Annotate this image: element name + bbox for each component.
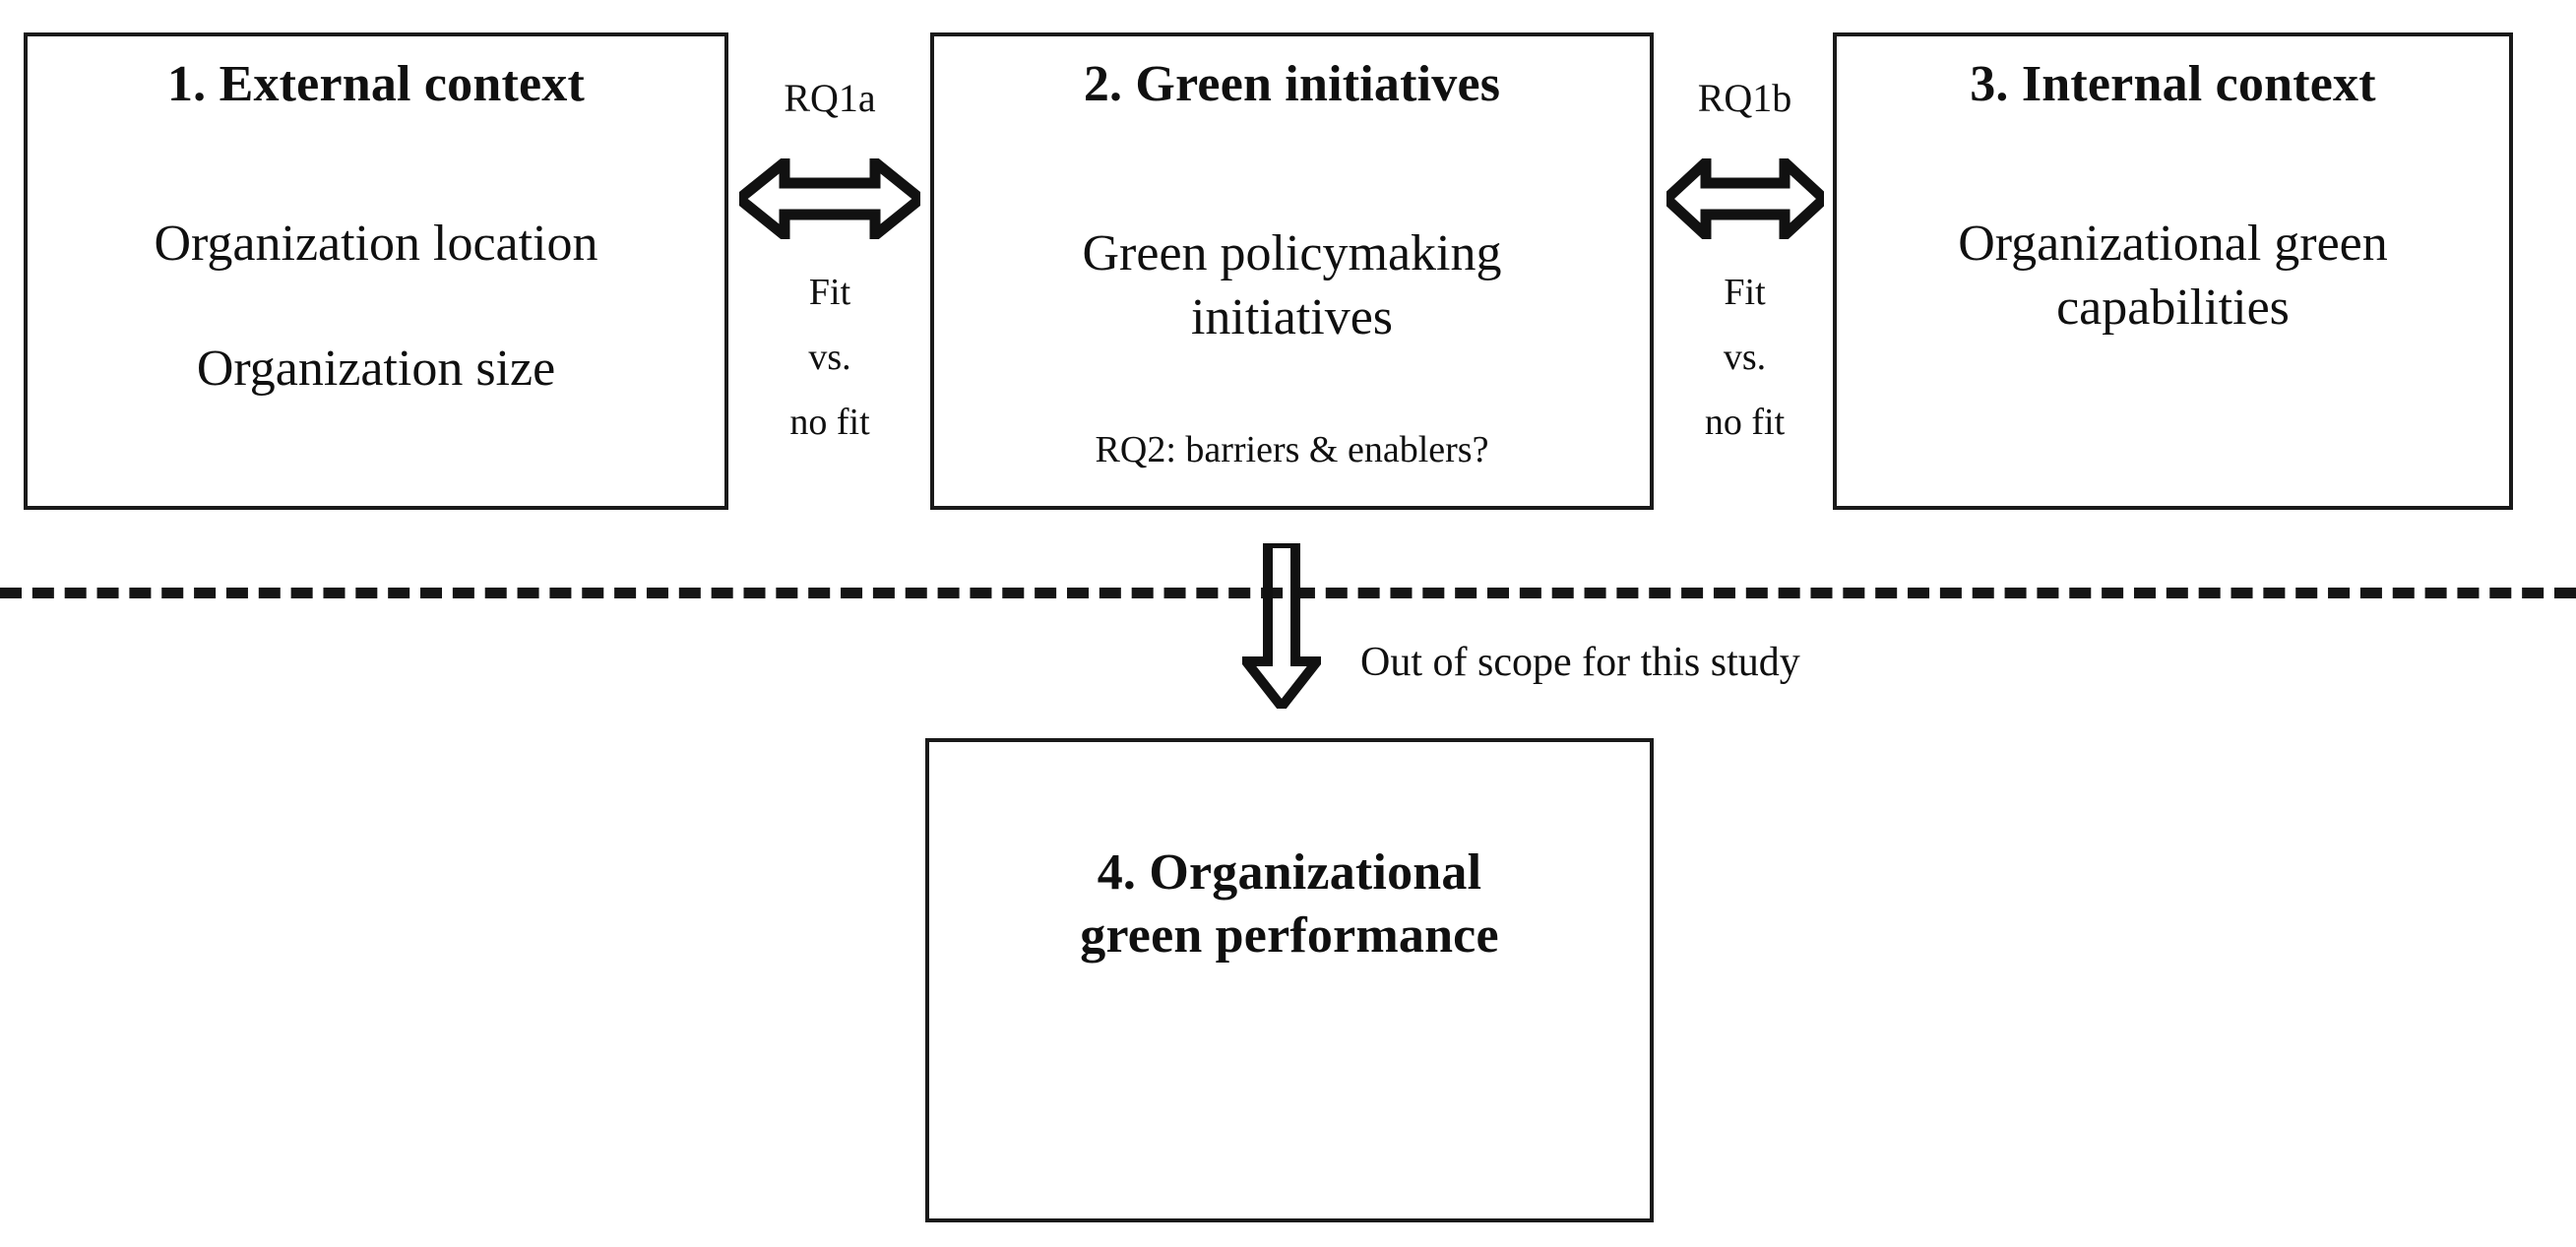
connector-rq1a-caption-fit: Fit [808,272,851,313]
connector-rq1b-label: RQ1b [1697,76,1792,120]
down-arrow-icon [1235,538,1328,716]
connector-rq1b: RQ1b Fit vs. no fit [1658,32,1833,510]
box-internal-context-line-2: capabilities [2056,280,2290,336]
box-green-initiatives-title: 2. Green initiatives [1083,56,1501,112]
connector-rq1a-caption-nofit: no fit [789,402,870,443]
box-green-initiatives: 2. Green initiatives Green policymaking … [930,32,1654,510]
box-internal-context: 3. Internal context Organizational green… [1833,32,2513,510]
connector-rq1b-caption-nofit: no fit [1704,402,1786,443]
box-internal-context-title: 3. Internal context [1970,56,2376,112]
box-external-context-line-2: Organization size [196,341,556,397]
connector-rq1b-caption-vs: vs. [1723,337,1767,378]
box-organizational-green-performance: 4. Organizational green performance [925,738,1654,1222]
connector-rq1a-label: RQ1a [784,76,876,120]
box-external-context: 1. External context Organization locatio… [24,32,728,510]
connector-rq1a: RQ1a Fit vs. no fit [730,32,929,510]
box-external-context-title: 1. External context [166,56,586,112]
box-external-context-line-1: Organization location [154,216,598,272]
connector-rq1a-caption-vs: vs. [808,337,851,378]
box-green-initiatives-line-1: Green policymaking [1082,225,1502,281]
double-headed-horizontal-arrow-icon [730,151,929,247]
double-headed-horizontal-arrow-icon [1658,150,1833,248]
scope-divider-dashed-line [0,588,2576,598]
scope-note-label: Out of scope for this study [1360,640,1800,685]
box-green-initiatives-footnote: RQ2: barriers & enablers? [1095,429,1489,470]
box-organizational-green-performance-title-line-1: 4. Organizational [1097,844,1482,901]
box-internal-context-line-1: Organizational green [1958,216,2388,272]
box-green-initiatives-line-2: initiatives [1190,289,1394,345]
connector-rq1b-caption-fit: Fit [1724,272,1766,313]
box-organizational-green-performance-title-line-2: green performance [1080,907,1499,964]
